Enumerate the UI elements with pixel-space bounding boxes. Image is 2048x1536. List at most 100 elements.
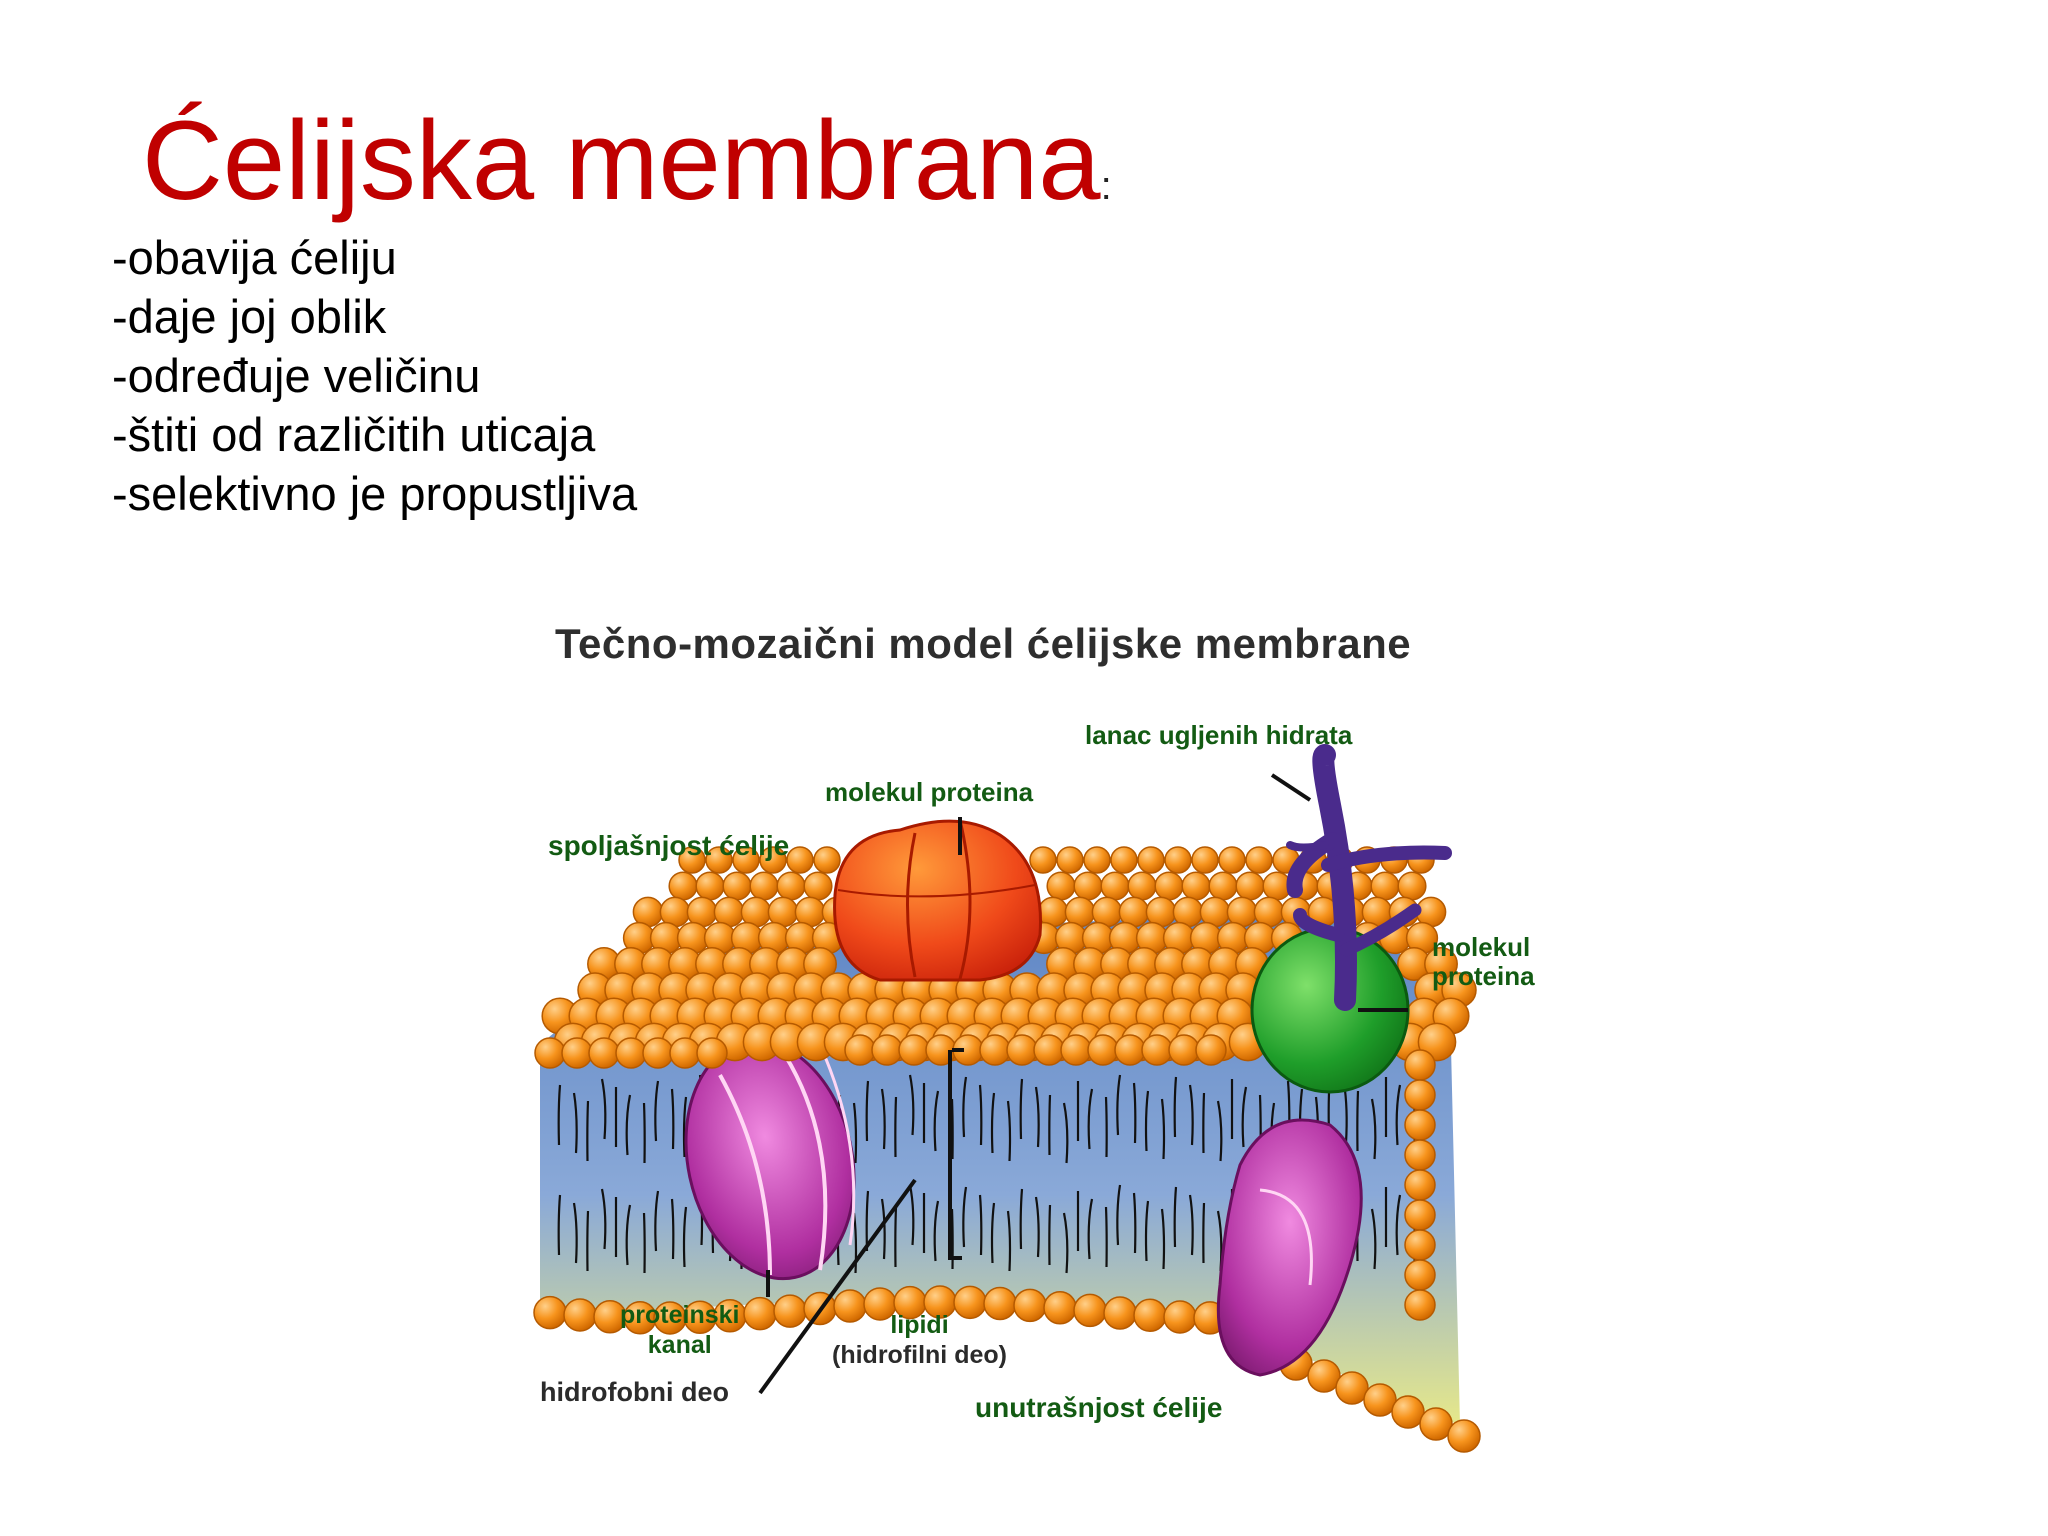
lipid-tail — [625, 1094, 632, 1156]
lipid-tail — [1006, 1210, 1012, 1272]
lipid-head — [1335, 1371, 1369, 1405]
lipid-tail — [1062, 1212, 1069, 1274]
lipid-tail — [682, 1096, 688, 1158]
lipid-head — [871, 1034, 903, 1066]
lipid-head — [1404, 1139, 1436, 1171]
lipid-head — [705, 846, 733, 874]
lipid-tail — [586, 1100, 590, 1162]
lipid-tail — [950, 1208, 954, 1270]
lipid-head — [678, 846, 706, 874]
lipid-tail — [1188, 1194, 1194, 1256]
lipid-tail — [600, 1078, 607, 1140]
lipid-head — [1245, 846, 1273, 874]
lipid-head — [1127, 871, 1157, 901]
lipid-head — [563, 1298, 597, 1332]
lipid-tail — [1356, 1090, 1360, 1152]
lipid-head — [743, 1296, 777, 1331]
lipid-tail — [670, 1088, 675, 1150]
membrane-figure: Tečno-mozaični model ćelijske membrane — [520, 605, 1560, 1465]
lipid-tail — [557, 1084, 562, 1146]
lipid-head — [561, 1037, 593, 1069]
protein-molecule-orange — [833, 819, 1042, 982]
lipid-head — [1404, 1049, 1436, 1081]
lipid-head — [1114, 1034, 1146, 1066]
label-hydrophobic: hidrofobni deo — [540, 1377, 729, 1407]
lipid-tail — [1104, 1096, 1108, 1158]
title-colon: : — [1100, 164, 1112, 208]
lipid-tail — [1048, 1094, 1052, 1156]
lipid-tail — [908, 1074, 915, 1136]
lipid-head — [1235, 871, 1265, 901]
lipid-tail — [1241, 1086, 1248, 1148]
lipid-head — [1103, 1296, 1137, 1330]
lipid-tail — [880, 1088, 886, 1150]
lipid-head — [979, 1034, 1011, 1066]
lipid-tail — [572, 1202, 578, 1264]
lipid-tail — [978, 1084, 983, 1146]
lipid-head — [1073, 1293, 1107, 1328]
protein-channel-right — [1216, 1118, 1363, 1377]
lipid-head — [615, 1037, 647, 1069]
label-lipids-line1: lipidi — [890, 1311, 949, 1339]
lipid-head — [533, 1295, 567, 1330]
lipid-tail — [852, 1102, 858, 1164]
label-channel-line2: kanal — [647, 1331, 712, 1359]
lipid-tail — [654, 1190, 660, 1252]
lipid-tail — [557, 1194, 562, 1256]
lipid-tail — [1144, 1090, 1150, 1152]
slide-title: Ćelijska membrana: — [142, 105, 1112, 217]
label-protein-right-line1: molekul — [1432, 932, 1531, 962]
lipid-tail — [625, 1204, 632, 1266]
lipid-tail — [908, 1184, 915, 1246]
lipid-head — [695, 871, 725, 901]
lipid-head — [1181, 871, 1211, 901]
lipid-tail — [933, 1200, 940, 1262]
bullet-item: -obavija ćeliju — [112, 231, 397, 284]
lipid-head — [642, 1037, 674, 1069]
lipid-head — [813, 846, 841, 874]
lipid-tail — [1132, 1082, 1137, 1144]
label-outside: spoljašnjost ćelije — [548, 830, 790, 861]
lipid-tail — [1188, 1084, 1194, 1146]
lipid-tail — [682, 1206, 688, 1268]
title-text: Ćelijska membrana — [142, 98, 1101, 223]
lipid-tail — [642, 1102, 646, 1164]
lipid-heads-bottom — [533, 1285, 1481, 1453]
label-channel: proteinski kanal — [620, 1300, 739, 1360]
lipid-tail — [1104, 1206, 1108, 1268]
label-protein-top: molekul proteina — [825, 777, 1034, 807]
lipid-tail — [1160, 1098, 1166, 1160]
lipid-tail — [962, 1076, 968, 1138]
lipid-tail — [894, 1096, 898, 1158]
lipid-head — [786, 846, 814, 874]
lipid-head — [1208, 871, 1238, 901]
lipid-tail — [654, 1080, 660, 1142]
lipid-tail — [1034, 1086, 1040, 1148]
lipid-tail — [1216, 1100, 1223, 1162]
lipid-head — [1133, 1298, 1167, 1333]
lipid-head — [1397, 871, 1427, 901]
lipid-head — [1110, 846, 1138, 874]
lipid-head — [668, 871, 698, 901]
lipid-tail — [1160, 1208, 1166, 1270]
lipid-head — [1073, 871, 1103, 901]
lipid-head — [749, 871, 779, 901]
lipid-tail — [950, 1098, 954, 1160]
lipid-tail — [1395, 1194, 1402, 1256]
bullet-item: -selektivno je propustljiva — [112, 467, 638, 520]
lipid-tail — [1116, 1074, 1122, 1136]
bullet-item: -daje joj oblik — [112, 290, 387, 343]
label-inside: unutrašnjost ćelije — [975, 1392, 1223, 1423]
bullet-list: -obavija ćeliju -daje joj oblik -određuj… — [112, 228, 637, 523]
carbohydrate-chain — [1286, 744, 1452, 1011]
lipid-head — [1195, 1034, 1227, 1066]
bullet-item: -određuje veličinu — [112, 349, 481, 402]
lipid-head — [1191, 846, 1219, 874]
lipid-tail — [880, 1198, 886, 1260]
lipid-head — [1087, 1034, 1119, 1066]
lipid-tail — [586, 1210, 590, 1272]
lipid-tail — [990, 1092, 996, 1154]
lipid-tail — [1034, 1196, 1040, 1258]
lipid-tail — [670, 1198, 675, 1260]
